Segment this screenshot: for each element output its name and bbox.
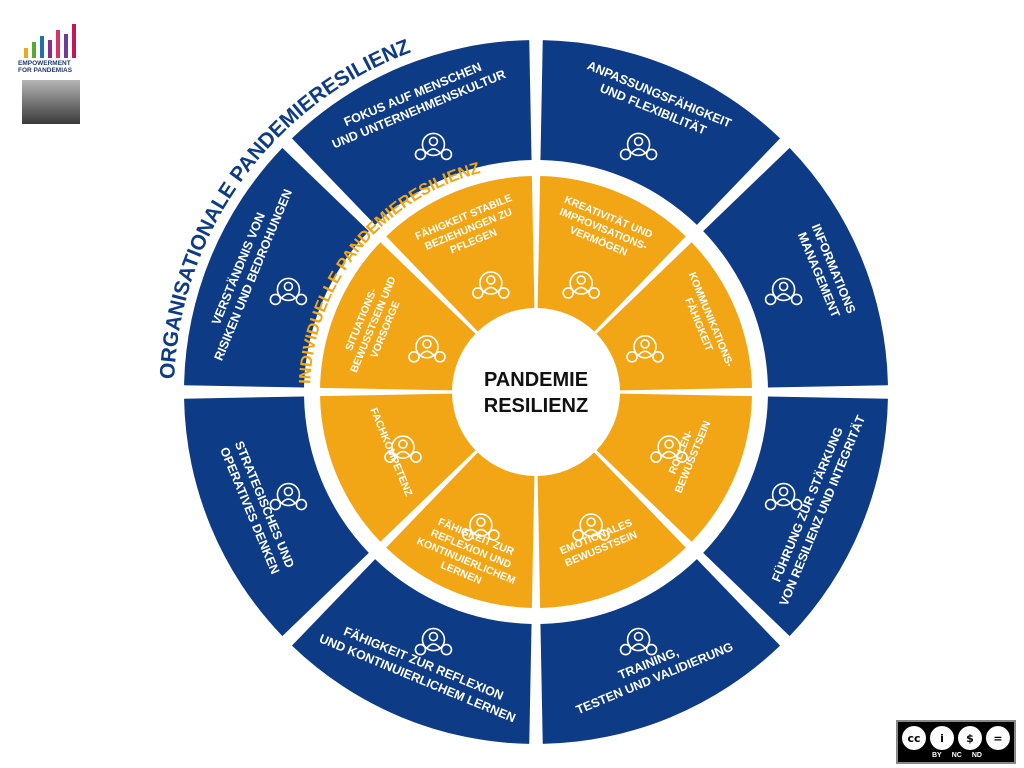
inner-segment: KREATIVITÄT UNDIMPROVISATIONS-VERMÖGEN <box>537 176 686 332</box>
cc-label: NC <box>951 752 962 759</box>
cc-badge-icon: $ <box>958 726 982 750</box>
signpost-person-icon <box>619 132 658 161</box>
bar-chart-logo-icon <box>24 24 76 58</box>
outer-segment: FOKUS AUF MENSCHENUND UNTERNEHMENSKULTUR <box>291 40 532 225</box>
inner-segment: ROLLEN-BEWUSSTSEIN <box>596 393 752 542</box>
outer-segment: FÜHRUNG ZUR STÄRKUNGVON RESILIENZ UND IN… <box>703 396 888 637</box>
people-hands-icon <box>414 132 453 161</box>
network-people-icon <box>472 271 510 299</box>
emotion-person-icon <box>572 513 610 541</box>
expert-gears-icon <box>384 435 422 463</box>
center-title-line1: PANDEMIE <box>484 369 588 391</box>
thumbs-gears-icon <box>619 627 658 656</box>
inner-segment: FACHKOMPETENZ <box>320 393 476 542</box>
outer-segment-shape <box>703 147 888 388</box>
gears-growth-icon <box>414 627 453 656</box>
cc-badge-icon: i <box>930 726 954 750</box>
shield-virus-icon <box>269 277 308 306</box>
reflection-book-icon <box>462 513 500 541</box>
role-network-icon <box>650 435 688 463</box>
inner-segment-shape <box>386 452 535 608</box>
cc-badge-icon: cc <box>902 726 926 750</box>
outer-segment-shape <box>291 559 532 744</box>
inner-segment: FÄHIGKEIT STABILEBEZIEHUNGEN ZUPFLEGEN <box>386 176 535 332</box>
center-circle <box>458 314 614 470</box>
strategy-head-icon <box>269 482 308 511</box>
center-title-line2: RESILIENZ <box>484 395 588 417</box>
outer-segment: VERSTÄNDNIS VONRISIKEN UND BEDROHUNGEN <box>184 147 369 388</box>
inner-segment-shape <box>537 452 686 608</box>
outer-segment: STRATEGISCHES UNDOPERATIVES DENKEN <box>184 396 369 637</box>
cc-label: BY <box>932 752 942 759</box>
outer-segment-shape <box>184 147 369 388</box>
empowerment-logo: EMPOWERMENT FOR PANDEMIAS <box>18 20 82 125</box>
gears-refresh-icon <box>764 277 803 306</box>
outer-segment-shape <box>184 396 369 637</box>
outer-segment-shape <box>703 396 888 637</box>
cc-label: ND <box>971 752 982 759</box>
inner-segment: SITUATIONS-BEWUSSTSEIN UNDVORSORGE <box>320 242 476 391</box>
outer-segment-shape <box>291 40 532 225</box>
outer-segment: INFORMATIONSMANAGEMENT <box>703 147 888 388</box>
inner-segment-shape <box>596 393 752 542</box>
communication-icon <box>626 335 664 363</box>
crowd-photo <box>22 80 80 124</box>
creative-head-icon <box>562 271 600 299</box>
logo-text: EMPOWERMENT FOR PANDEMIAS <box>18 60 73 74</box>
inner-segment: FÄHIGKEIT ZURREFLEXION UNDKONTINUIERLICH… <box>386 452 535 608</box>
outer-segment-shape <box>540 559 781 744</box>
outer-segment: FÄHIGKEIT ZUR REFLEXIONUND KONTINUIERLIC… <box>291 559 532 744</box>
outer-segment-shape <box>540 40 781 225</box>
inner-segment-shape <box>320 393 476 542</box>
cc-badge-icon: = <box>986 726 1010 750</box>
inner-segment: EMOTIONALESBEWUSSTSEIN <box>537 452 686 608</box>
leadership-stairs-icon <box>764 482 803 511</box>
first-aid-kit-icon <box>408 335 446 363</box>
